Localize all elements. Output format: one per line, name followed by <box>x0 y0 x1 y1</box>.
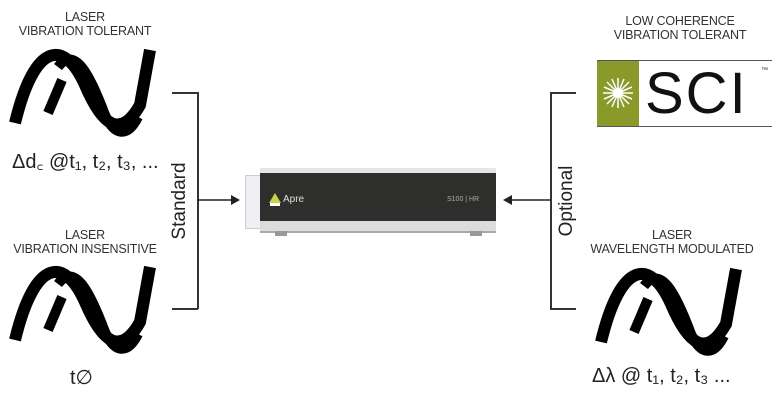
bracket-line <box>550 92 576 94</box>
right-bottom-formula: Δλ @ t₁, t₂, t₃ ... <box>592 365 731 387</box>
left-bottom-caption: LASER VIBRATION INSENSITIVE <box>0 228 170 256</box>
bracket-line <box>550 308 576 310</box>
apre-s100-device: Apre S100 | HR <box>245 165 503 237</box>
sci-logo-text: SCI <box>645 61 748 126</box>
arrow-left-icon <box>503 195 550 205</box>
right-bottom-caption: LASER WAVELENGTH MODULATED <box>572 228 772 256</box>
bracket-line <box>172 308 198 310</box>
arrow-right-icon <box>197 195 240 205</box>
bracket-line <box>550 92 552 309</box>
caption-line: LASER <box>65 10 105 24</box>
caption-line: VIBRATION TOLERANT <box>18 24 152 38</box>
trademark: ™ <box>761 67 768 74</box>
bracket-line <box>172 92 198 94</box>
left-bottom-formula: t∅ <box>70 367 93 389</box>
left-top-formula: Δd꜀ @t₁, t₂, t₃, ... <box>12 151 159 173</box>
caption-line: LASER <box>652 228 692 242</box>
device-model: S100 | HR <box>447 196 480 203</box>
caption-line: WAVELENGTH MODULATED <box>590 242 754 256</box>
standard-label: Standard <box>169 162 190 240</box>
caption-line: VIBRATION INSENSITIVE <box>13 242 157 256</box>
sine-wave-icon <box>596 264 741 359</box>
apre-logo-icon <box>269 193 281 206</box>
right-top-caption: LOW COHERENCE VIBRATION TOLERANT <box>590 14 770 42</box>
caption-line: LOW COHERENCE <box>625 14 735 28</box>
sci-logo: SCI ™ <box>597 60 772 127</box>
sine-wave-icon <box>10 45 155 140</box>
starburst-icon <box>603 78 633 108</box>
caption-line: VIBRATION TOLERANT <box>613 28 747 42</box>
device-brand: Apre <box>283 194 305 205</box>
sine-wave-icon <box>10 262 155 357</box>
caption-line: LASER <box>65 228 105 242</box>
left-top-caption: LASER VIBRATION TOLERANT <box>0 10 170 38</box>
